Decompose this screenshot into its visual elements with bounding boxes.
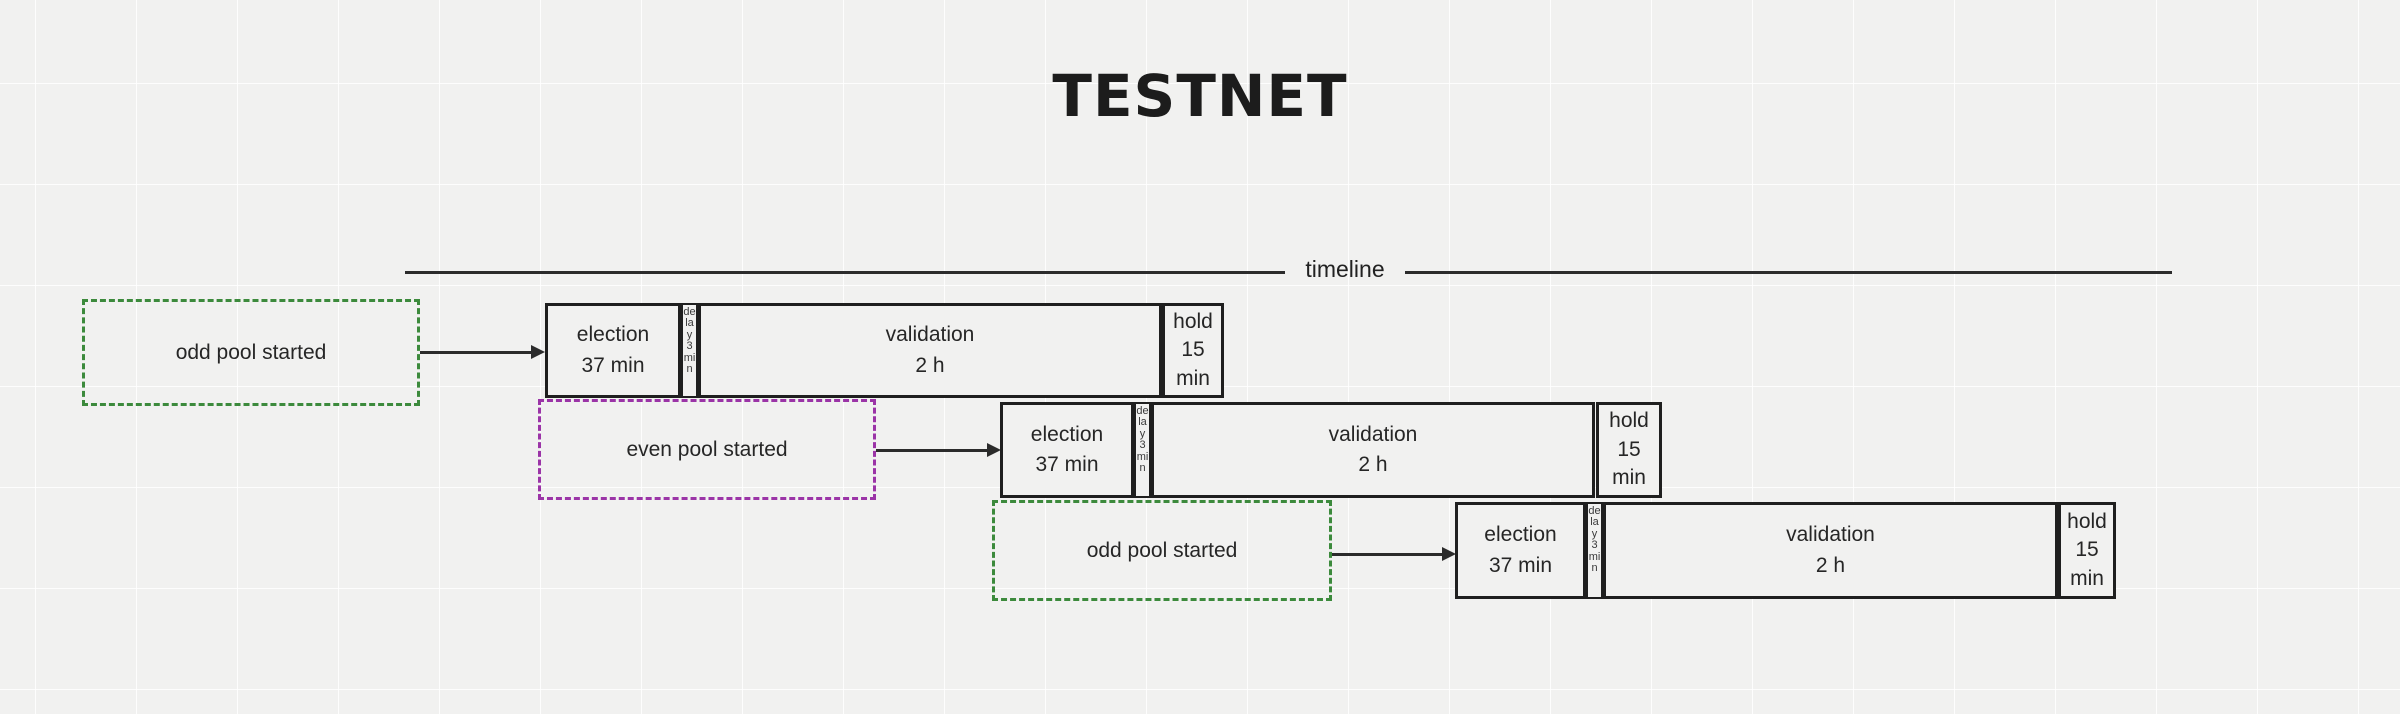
phase-duration-value: 15: [1181, 338, 1205, 362]
phase-delay-1: delay 3 min: [681, 303, 698, 398]
phase-name: hold: [2067, 509, 2107, 533]
phase-duration-unit: min: [1176, 366, 1210, 390]
phase-duration: 3 min: [683, 340, 696, 376]
marker-label: odd pool started: [175, 340, 327, 364]
arrow-marker-to-election-2: [876, 443, 1001, 457]
phase-duration-unit: min: [1612, 466, 1646, 490]
phase-duration: 2 h: [1358, 453, 1388, 476]
phase-name: election: [1030, 422, 1104, 446]
phase-duration-unit: min: [2070, 566, 2104, 590]
marker-odd-pool-started-3: odd pool started: [992, 500, 1332, 601]
phase-name: validation: [885, 323, 975, 347]
arrow-head: [531, 345, 545, 359]
phase-duration-value: 15: [1617, 437, 1641, 461]
arrow-head: [1442, 547, 1456, 561]
marker-odd-pool-started-1: odd pool started: [82, 299, 420, 406]
phase-duration: 2 h: [915, 353, 945, 377]
phase-name: delay: [1136, 405, 1149, 440]
phase-duration: 37 min: [581, 353, 645, 377]
phase-hold-3: hold 15 min: [2058, 502, 2116, 599]
timeline-axis: timeline: [405, 256, 2172, 291]
arrow-head: [987, 443, 1001, 457]
timeline-label: timeline: [1305, 256, 1385, 282]
phase-delay-3: delay 3 min: [1586, 502, 1603, 599]
phase-name: delay: [683, 306, 696, 341]
phase-election-1: election 37 min: [545, 303, 681, 398]
phase-duration: 3 min: [1136, 439, 1149, 475]
phase-hold-1: hold 15 min: [1162, 303, 1224, 398]
phase-hold-2: hold 15 min: [1596, 402, 1662, 498]
phase-name: election: [576, 323, 650, 347]
phase-duration: 37 min: [1488, 553, 1553, 577]
arrow-marker-to-election-3: [1332, 547, 1456, 561]
phase-duration-value: 15: [2075, 538, 2099, 562]
phase-validation-3: validation 2 h: [1603, 502, 2058, 599]
timeline-axis-left-segment: [405, 271, 1285, 274]
phase-duration: 3 min: [1588, 539, 1601, 575]
phase-name: hold: [1173, 309, 1213, 333]
phase-duration: 2 h: [1815, 553, 1846, 577]
phase-name: hold: [1609, 409, 1649, 433]
arrow-shaft: [876, 449, 988, 452]
timeline-axis-right-segment: [1405, 271, 2172, 274]
marker-even-pool-started-2: even pool started: [538, 399, 876, 500]
arrow-shaft: [1332, 553, 1443, 556]
phase-validation-1: validation 2 h: [698, 303, 1162, 398]
marker-label: even pool started: [626, 437, 788, 461]
phase-name: validation: [1328, 422, 1418, 446]
marker-label: odd pool started: [1086, 538, 1238, 562]
phase-name: election: [1484, 523, 1557, 547]
page-title: TESTNET: [1052, 62, 1348, 130]
arrow-marker-to-election-1: [420, 345, 545, 359]
phase-name: validation: [1786, 523, 1875, 547]
phase-election-2: election 37 min: [1000, 402, 1134, 498]
phase-delay-2: delay 3 min: [1134, 402, 1151, 498]
phase-election-3: election 37 min: [1455, 502, 1586, 599]
arrow-shaft: [420, 351, 532, 354]
phase-duration: 37 min: [1035, 453, 1099, 476]
phase-validation-2: validation 2 h: [1151, 402, 1595, 498]
phase-name: delay: [1588, 505, 1601, 540]
